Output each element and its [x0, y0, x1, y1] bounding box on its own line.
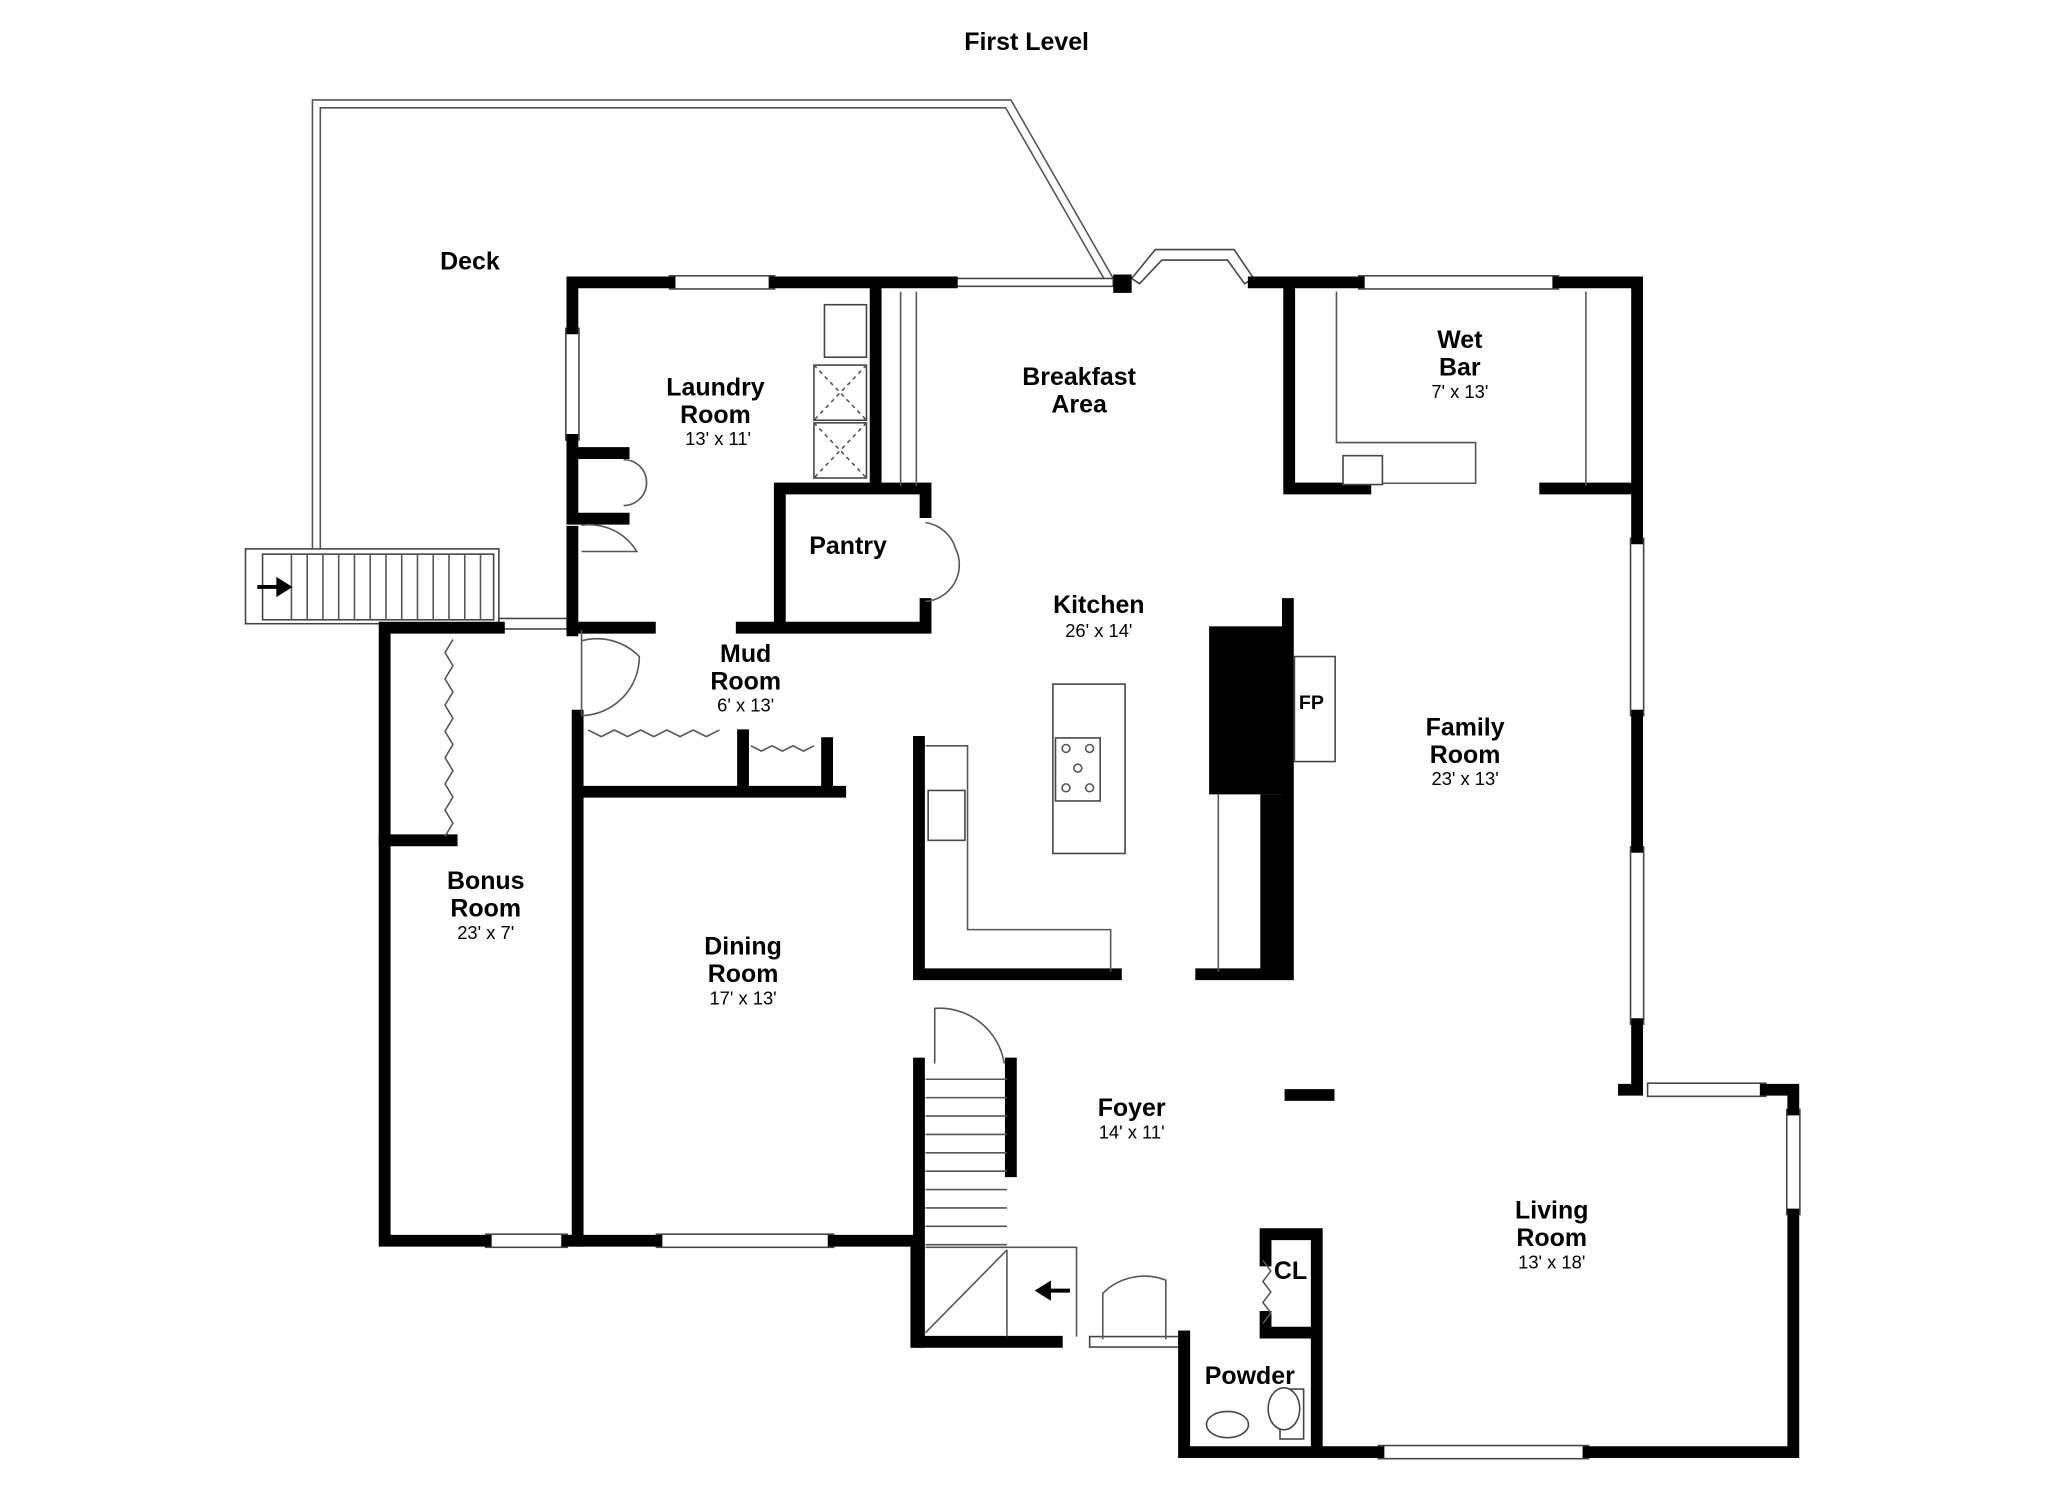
foyer-stairs	[924, 1078, 1078, 1337]
room-dims-kitchen: 26' x 14'	[1065, 620, 1132, 641]
deck-outline	[311, 99, 1114, 549]
room-label-breakfast-2: Area	[1051, 390, 1108, 418]
room-label-dining-1: Dining	[704, 933, 782, 961]
room-label-living-2: Room	[1516, 1224, 1587, 1252]
room-label-mud-1: Mud	[720, 640, 771, 668]
room-dims-wetbar: 7' x 13'	[1431, 381, 1488, 402]
room-dims-laundry: 13' x 11'	[685, 428, 751, 449]
room-dims-dining: 17' x 13'	[709, 987, 776, 1008]
room-label-family-2: Room	[1430, 741, 1501, 769]
room-label-family-1: Family	[1426, 713, 1505, 741]
room-label-powder: Powder	[1205, 1362, 1295, 1390]
room-dims-family: 23' x 13'	[1431, 768, 1498, 789]
room-label-pantry: Pantry	[809, 532, 887, 560]
room-dims-living: 13' x 18'	[1518, 1251, 1585, 1272]
deck-stairs	[244, 548, 500, 625]
room-dims-foyer: 14' x 11'	[1099, 1121, 1165, 1142]
room-label-foyer: Foyer	[1098, 1094, 1166, 1122]
room-label-laundry-2: Room	[680, 401, 751, 429]
walls	[378, 274, 1800, 1459]
room-dims-mud: 6' x 13'	[717, 695, 774, 716]
room-label-closet: CL	[1274, 1257, 1307, 1285]
fixtures	[813, 291, 1587, 1440]
room-label-wetbar-2: Bar	[1439, 354, 1481, 382]
room-label-bonus-1: Bonus	[447, 867, 525, 895]
room-label-kitchen: Kitchen	[1053, 591, 1144, 619]
room-label-dining-2: Room	[708, 960, 779, 988]
windows	[484, 248, 1801, 1460]
room-label-deck: Deck	[440, 247, 500, 275]
room-label-bonus-2: Room	[450, 894, 521, 922]
room-dims-bonus: 23' x 7'	[457, 922, 514, 943]
room-label-mud-2: Room	[710, 667, 781, 695]
plan-title: First Level	[964, 28, 1089, 56]
room-label-wetbar-1: Wet	[1437, 326, 1482, 354]
arrow-right-icon	[257, 576, 293, 598]
doors	[444, 458, 1272, 1340]
room-label-laundry-1: Laundry	[666, 373, 765, 401]
fireplace-label: FP	[1299, 692, 1324, 714]
room-labels: Deck Laundry Room 13' x 11' Breakfast Ar…	[440, 247, 1588, 1390]
room-label-living-1: Living	[1515, 1196, 1588, 1224]
arrow-left-icon	[1034, 1280, 1070, 1301]
room-label-breakfast-1: Breakfast	[1022, 363, 1136, 391]
